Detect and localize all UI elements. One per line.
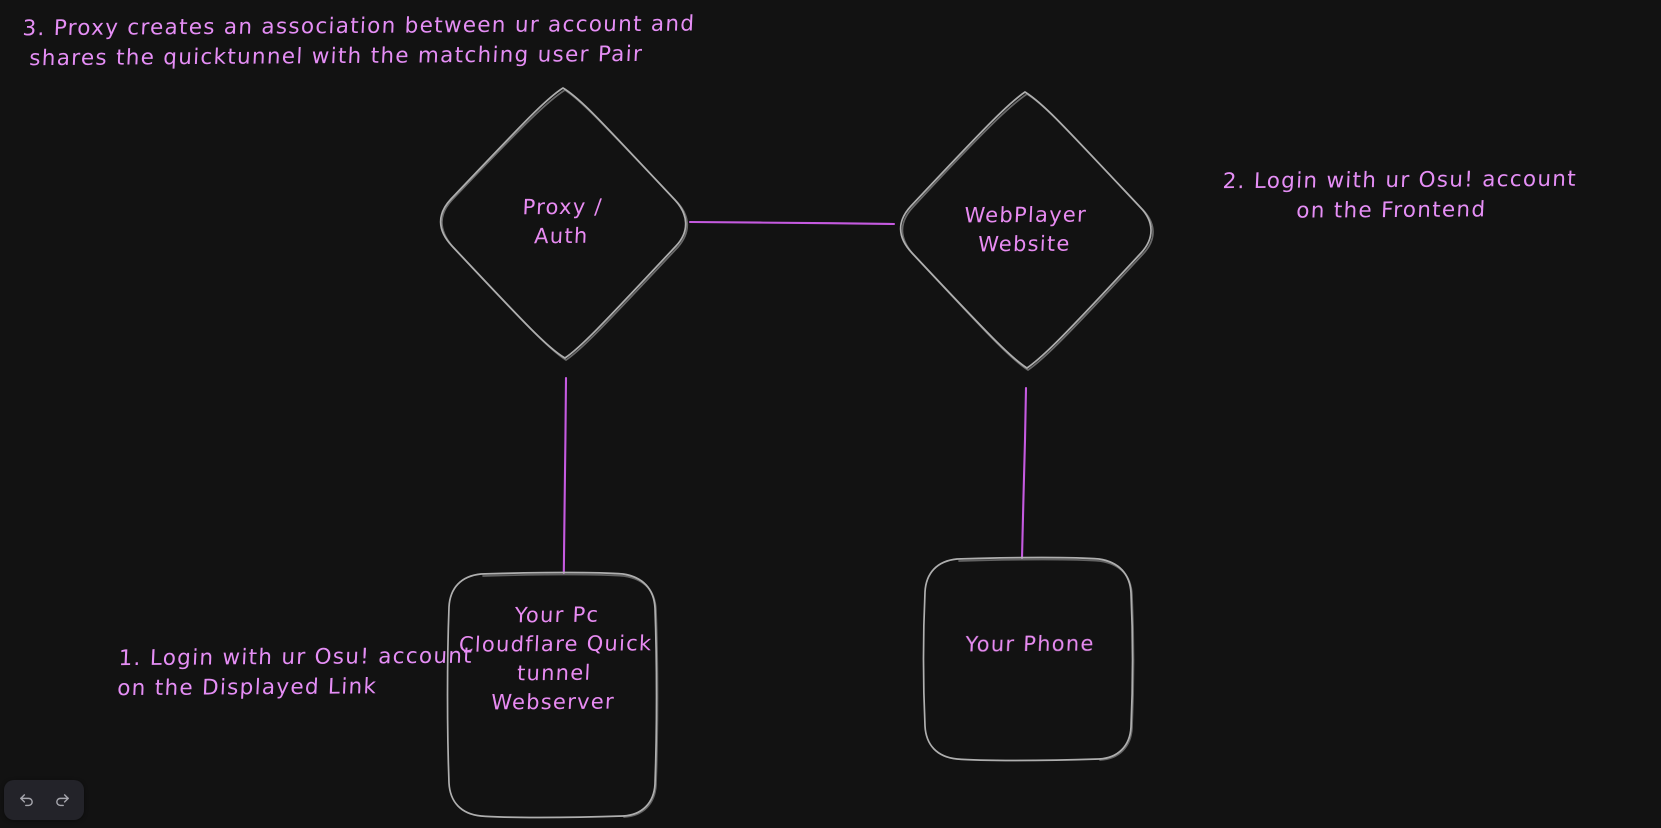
node-shape-proxy-auth[interactable] xyxy=(439,87,689,361)
node-shape-your-phone[interactable] xyxy=(922,556,1135,762)
node-shape-webplayer-website[interactable] xyxy=(899,91,1154,371)
connector-proxy-to-yourpc xyxy=(562,376,568,575)
redo-icon xyxy=(54,792,71,809)
annotation-step-2: 2. Login with ur Osu! account on the Fro… xyxy=(1222,166,1578,224)
connector-proxy-to-webplayer xyxy=(688,220,896,226)
connector-webplayer-to-yourphone xyxy=(1020,386,1028,560)
node-shape-your-pc[interactable] xyxy=(446,571,659,819)
annotation-step-1: 1. Login with ur Osu! account on the Dis… xyxy=(116,643,474,701)
undo-icon xyxy=(18,792,35,809)
history-toolbar xyxy=(4,780,84,820)
undo-button[interactable] xyxy=(10,785,42,815)
redo-button[interactable] xyxy=(46,785,78,815)
annotation-step-3: 3. Proxy creates an association between … xyxy=(20,11,696,71)
